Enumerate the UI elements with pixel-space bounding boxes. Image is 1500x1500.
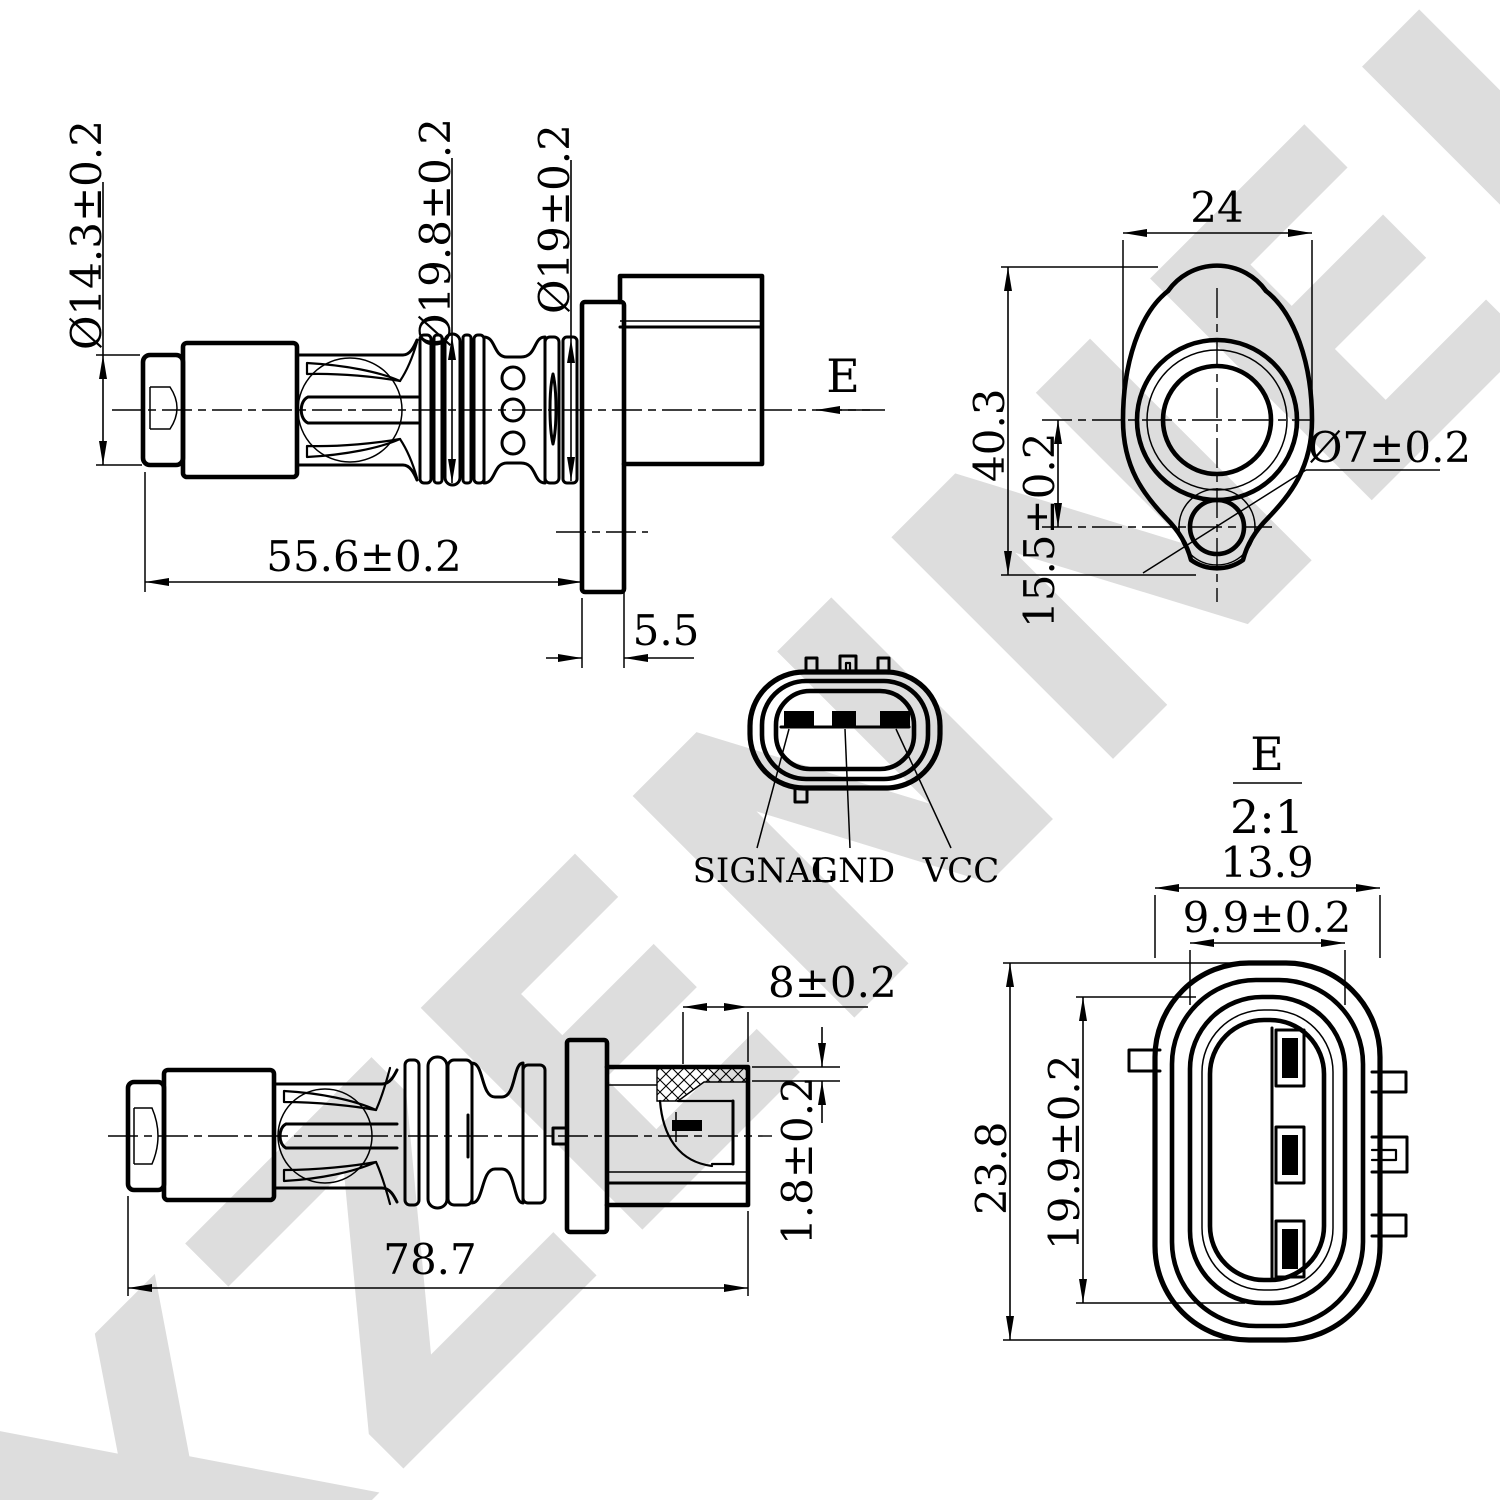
pin-label-signal: SIGNAL	[693, 851, 834, 891]
section-hatch	[656, 1066, 748, 1102]
valve-body	[470, 1061, 525, 1205]
dim-label-oring-diameter: Ø19.8±0.2	[411, 118, 460, 348]
index-tab	[1370, 1070, 1408, 1094]
body-hole	[500, 365, 526, 391]
pin-signal	[1282, 1038, 1298, 1078]
connector-cavity	[773, 688, 917, 772]
dim-label-flange-height: 40.3	[965, 388, 1014, 482]
dim-outer-height: 23.8	[967, 962, 1258, 1341]
index-tab	[804, 656, 819, 675]
dim-label-connector-depth: 8±0.2	[768, 958, 897, 1007]
terminal-pin	[672, 1120, 702, 1131]
dim-overall-length: 78.7	[127, 1196, 749, 1296]
side-view-rotated: 8±0.2 1.8±0.2 78.7	[108, 958, 897, 1296]
detail-view-header: E 2:1	[1230, 727, 1304, 844]
left-tab	[1127, 1048, 1162, 1073]
oring-groove-stack	[403, 1055, 474, 1210]
pin-signal	[784, 711, 814, 727]
dim-label-body-length: 55.6±0.2	[266, 532, 462, 581]
dim-label-outer-width: 13.9	[1220, 838, 1314, 887]
seal-lens	[548, 372, 558, 446]
dim-oring-diameter: Ø19.8±0.2	[411, 118, 460, 483]
valve-body	[482, 335, 579, 485]
latch-tab	[838, 654, 858, 675]
dim-rib-thickness: 1.8±0.2	[752, 1027, 840, 1245]
connector-cavity	[1207, 1017, 1327, 1283]
index-tab	[876, 656, 891, 675]
connector-pinout-view: SIGNAL GND VCC	[693, 654, 1000, 891]
detail-view-scale: 2:1	[1230, 790, 1304, 844]
dim-flange-height: 40.3	[965, 266, 1196, 576]
terminal-pins	[1274, 1028, 1306, 1279]
body-hole	[500, 397, 526, 423]
pin-label-gnd: GND	[811, 851, 895, 891]
pin-vcc	[1282, 1229, 1298, 1269]
dim-hole-offset: 15.5±0.2	[1015, 420, 1064, 628]
body-hole	[500, 430, 526, 456]
sensor-barrel-outline	[180, 340, 300, 480]
side-view-main: Ø14.3±0.2 Ø19.8±0.2 Ø19±0.2 55.6±0.2	[62, 118, 885, 668]
dim-outer-width: 13.9	[1154, 838, 1381, 958]
latch-tab	[1370, 1135, 1409, 1174]
dim-label-flange-width: 24	[1190, 183, 1243, 232]
dim-label-rib-thickness: 1.8±0.2	[773, 1076, 822, 1245]
connector-body	[617, 273, 765, 467]
seal-lip	[1187, 994, 1348, 1306]
dim-label-tip-diameter: Ø14.3±0.2	[62, 120, 111, 350]
dim-body-length: 55.6±0.2	[144, 472, 582, 592]
dim-tip-diameter: Ø14.3±0.2	[62, 120, 142, 466]
pin-label-vcc: VCC	[922, 851, 1000, 891]
dim-flange-width: 24	[1122, 183, 1313, 412]
dim-label-hole-diameter: Ø7±0.2	[1308, 423, 1471, 472]
pin-vcc	[880, 711, 910, 727]
dim-flange-thickness: 5.5	[546, 580, 699, 668]
connector-section	[604, 1064, 751, 1208]
barrel-boss	[1165, 263, 1269, 294]
dim-label-inner-height: 19.9±0.2	[1040, 1054, 1089, 1250]
sensor-barrel-outline	[161, 1067, 277, 1203]
section-arrow-label: E	[826, 349, 860, 403]
tip-inner-detail	[149, 386, 178, 430]
dim-label-overall-length: 78.7	[383, 1235, 477, 1284]
dim-label-outer-height: 23.8	[967, 1121, 1016, 1215]
index-tab	[1370, 1213, 1408, 1238]
bottom-tab	[793, 785, 809, 804]
detail-view-label: E	[1250, 727, 1284, 781]
dim-connector-depth: 8±0.2	[682, 958, 897, 1064]
pin-gnd	[1282, 1135, 1298, 1175]
oring-groove-stack	[418, 332, 486, 487]
clip-fork-feature	[295, 338, 420, 482]
dim-label-inner-width: 9.9±0.2	[1183, 893, 1352, 942]
fork-stem	[299, 395, 420, 425]
oring	[426, 1055, 449, 1210]
dim-seal-diameter: Ø19±0.2	[530, 124, 579, 481]
clip-fork-feature	[272, 1066, 399, 1206]
mounting-flange	[579, 299, 627, 595]
dim-label-hole-offset: 15.5±0.2	[1015, 432, 1064, 628]
section-arrow-e: E	[816, 349, 870, 414]
mounting-flange	[564, 1037, 610, 1235]
pin-gnd	[832, 711, 856, 727]
connector-outer-shell	[1152, 960, 1383, 1343]
flange-front-view: 24 40.3 15.5±0.2 Ø7±0.2	[965, 183, 1471, 628]
dim-label-flange-thickness: 5.5	[633, 606, 700, 655]
dim-hole-diameter: Ø7±0.2	[1142, 423, 1471, 574]
connector-detail-view: E 2:1	[967, 727, 1409, 1343]
fork-arc	[297, 357, 403, 463]
dim-inner-width: 9.9±0.2	[1183, 893, 1352, 1005]
seal-ring	[561, 335, 579, 485]
dim-label-seal-diameter: Ø19±0.2	[530, 124, 579, 314]
dim-inner-height: 19.9±0.2	[1040, 996, 1245, 1304]
